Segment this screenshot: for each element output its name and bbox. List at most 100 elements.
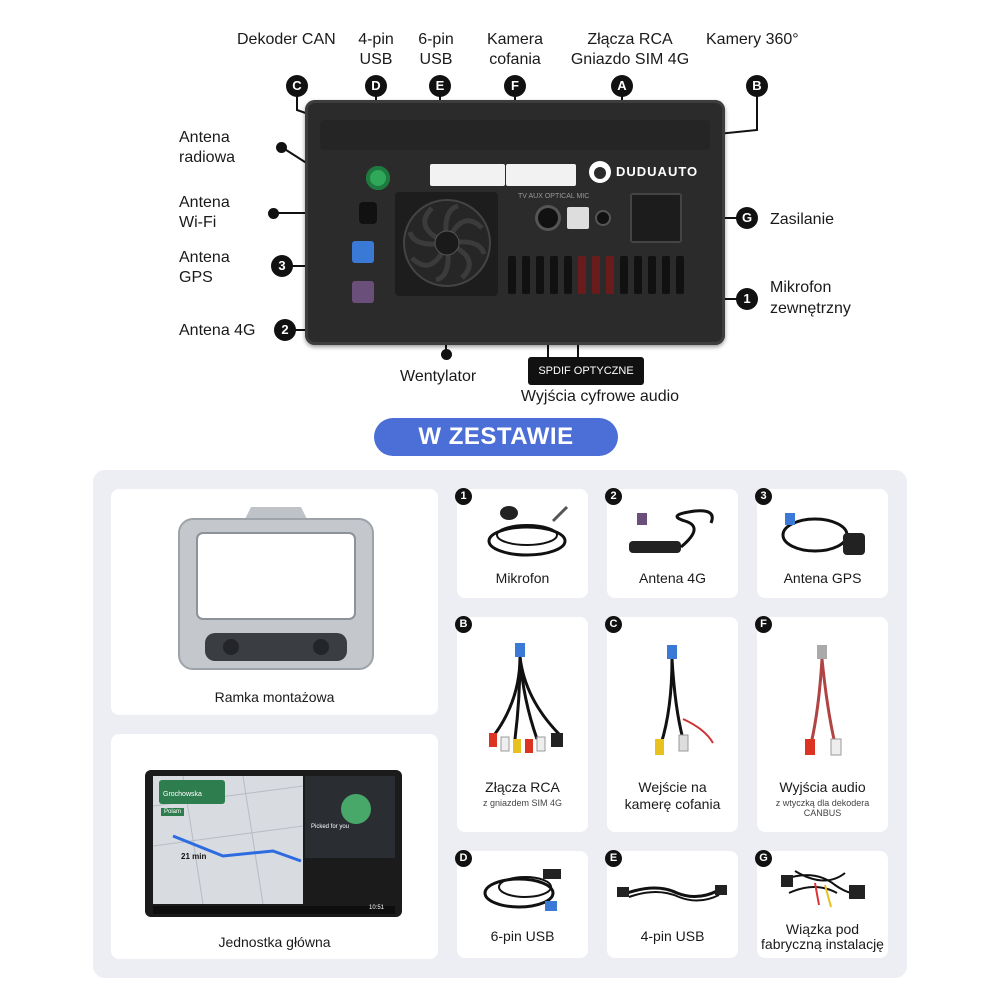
usb6-cable-image <box>483 869 561 911</box>
label-wifi-line1: Antena <box>179 194 230 211</box>
label-radio-line2: radiowa <box>179 149 236 166</box>
caption-rca-sub: z gniazdem SIM 4G <box>482 798 563 808</box>
card-lte: Antena 4G <box>607 489 738 598</box>
brand-name: DUDUAUTO <box>616 164 699 179</box>
music-cover-icon <box>341 794 371 824</box>
card-harness: Wiązka pod fabryczną instalację <box>757 851 888 958</box>
nav-banner <box>159 780 225 804</box>
caption-camera-line2: kamerę cofania <box>624 796 721 812</box>
caption-lte: Antena 4G <box>639 570 706 586</box>
label-wifi-line2: Wi-Fi <box>179 214 217 231</box>
badge-1: 1 <box>736 288 758 310</box>
wifi-antenna-port <box>359 202 377 224</box>
fan-icon <box>403 199 491 287</box>
badge-f: F <box>504 75 526 97</box>
caption-frame: Ramka montażowa <box>214 689 335 705</box>
item-badge-e: E <box>605 850 622 867</box>
label-gps-line2: GPS <box>179 269 213 286</box>
caption-audio: Wyjścia audio <box>779 779 866 795</box>
dot-wifi <box>268 208 279 219</box>
label-fan: Wentylator <box>400 368 477 385</box>
rca-cable-image <box>489 643 563 753</box>
rca-connector <box>506 164 576 186</box>
aux-port <box>538 208 558 228</box>
gps-antenna-image <box>781 513 865 555</box>
usb4-cable-image <box>617 885 727 902</box>
caption-camera-line1: Wejście na <box>638 779 707 795</box>
card-usb6: 6-pin USB <box>457 851 588 958</box>
card-mic: Mikrofon <box>457 489 588 598</box>
caption-usb4: 4-pin USB <box>640 928 705 944</box>
nav-eta: 21 min <box>181 852 207 861</box>
brand-logo-icon <box>589 161 611 183</box>
item-badge-1: 1 <box>455 488 472 505</box>
card-head-unit: Grochowska Polam 21 min Picked for you 1… <box>111 734 438 959</box>
nav-poi: Polam <box>161 808 185 816</box>
caption-rca: Złącza RCA <box>485 779 560 795</box>
mic-port <box>597 212 609 224</box>
item-badge-b: B <box>455 616 472 633</box>
item-badge-f: F <box>755 616 772 633</box>
label-digital-audio: Wyjścia cyfrowe audio <box>520 388 680 405</box>
caption-harness-line1: Wiązka pod <box>785 921 860 937</box>
label-usb4-line2: USB <box>359 51 393 68</box>
badge-2: 2 <box>274 319 296 341</box>
top-rail <box>320 120 710 150</box>
caption-head-unit: Jednostka główna <box>218 934 331 950</box>
label-power: Zasilanie <box>770 211 835 228</box>
caption-gps: Antena GPS <box>783 570 862 586</box>
label-can-decoder: Dekoder CAN <box>237 31 336 48</box>
screen-dock <box>153 906 395 914</box>
item-badge-d: D <box>455 850 472 867</box>
label-mic-line2: zewnętrzny <box>770 300 851 317</box>
card-usb4: 4-pin USB <box>607 851 738 958</box>
caption-usb6: 6-pin USB <box>490 928 555 944</box>
label-camera-line1: Kamera <box>486 31 544 48</box>
mounting-frame-image <box>178 507 374 670</box>
lte-antenna-port <box>352 281 374 303</box>
card-audio: Wyjścia audio z wtyczką dla dekodera CAN… <box>757 617 888 832</box>
camera-cable-image <box>655 645 714 755</box>
radio-antenna-port <box>366 166 390 190</box>
caption-audio-sub2: CANBUS <box>803 808 842 818</box>
card-frame: Ramka montażowa <box>111 489 438 715</box>
caption-harness-line2: fabryczną instalację <box>761 936 884 952</box>
badge-c: C <box>286 75 308 97</box>
audio-cable-image <box>805 645 842 756</box>
label-mic-line1: Mikrofon <box>770 279 832 296</box>
can-usb-connectors <box>430 164 505 186</box>
power-connector <box>630 193 682 243</box>
card-gps: Antena GPS <box>757 489 888 598</box>
label-lte: Antena 4G <box>179 322 256 339</box>
label-usb4-line1: 4-pin <box>358 31 394 48</box>
label-cam360: Kamery 360° <box>706 31 799 48</box>
item-badge-2: 2 <box>605 488 622 505</box>
nav-street: Grochowska <box>163 791 202 798</box>
music-title: Picked for you <box>311 824 350 830</box>
badge-e: E <box>429 75 451 97</box>
label-radio-line1: Antena <box>179 129 230 146</box>
card-rca: Złącza RCA z gniazdem SIM 4G <box>457 617 588 832</box>
badge-b: B <box>746 75 768 97</box>
caption-audio-sub1: z wtyczką dla dekodera <box>775 798 870 808</box>
dot-radio <box>276 142 287 153</box>
spdif-badge: SPDIF OPTYCZNE <box>528 357 644 385</box>
label-rca-line1: Złącza RCA <box>587 31 673 48</box>
label-gps-line1: Antena <box>179 249 230 266</box>
badge-g: G <box>736 207 758 229</box>
contents-title: W ZESTAWIE <box>374 418 618 456</box>
mic-image <box>487 505 569 557</box>
caption-mic: Mikrofon <box>495 570 550 586</box>
badge-3: 3 <box>271 255 293 277</box>
item-badge-g: G <box>755 850 772 867</box>
badge-d: D <box>365 75 387 97</box>
label-camera-line2: cofania <box>489 51 541 68</box>
port-label-strip: TV AUX OPTICAL MIC <box>518 193 590 200</box>
harness-image <box>781 870 865 908</box>
label-rca-line2: Gniazdo SIM 4G <box>570 51 690 68</box>
screen-clock: 10:51 <box>369 905 385 911</box>
badge-a: A <box>611 75 633 97</box>
label-usb6-line1: 6-pin <box>418 31 454 48</box>
lte-antenna-image <box>629 509 714 553</box>
gps-antenna-port <box>352 241 374 263</box>
